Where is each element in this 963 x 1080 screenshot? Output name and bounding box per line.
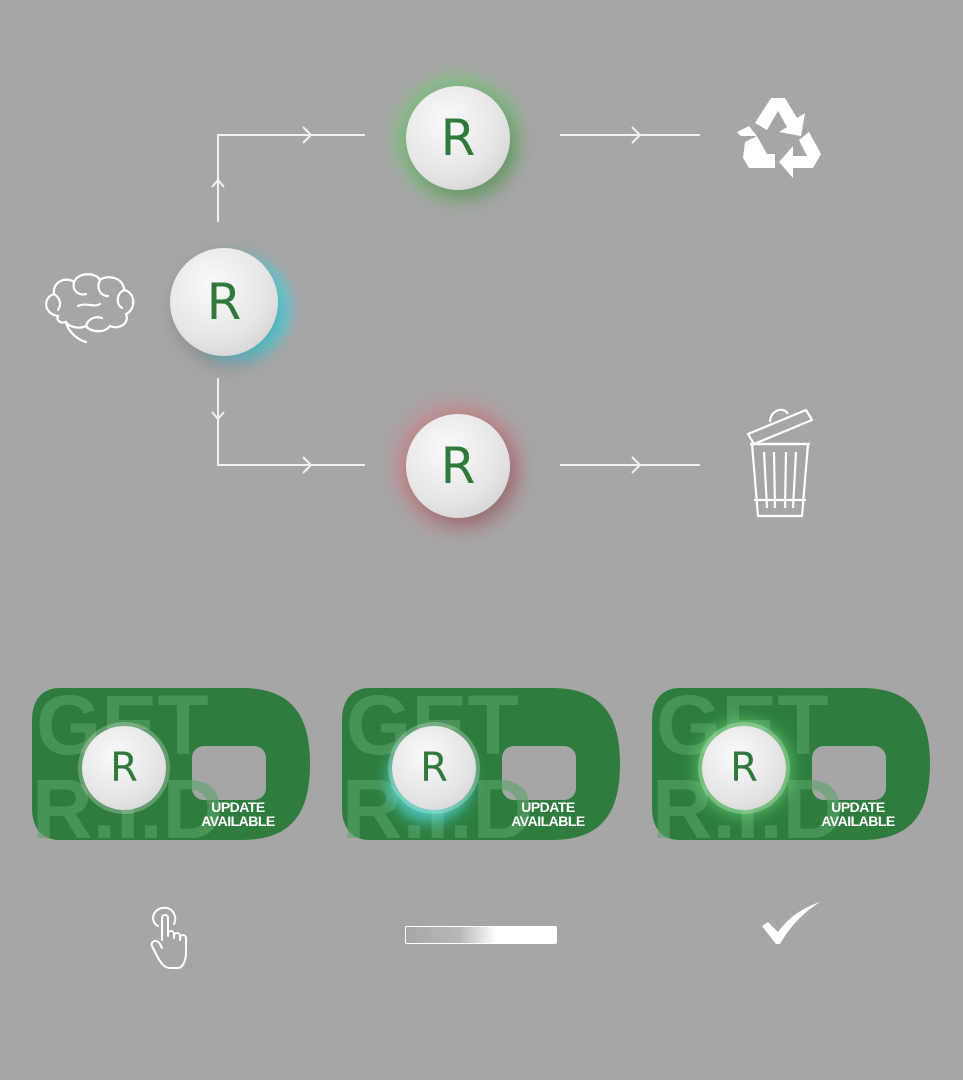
router-button[interactable]: R <box>170 248 278 356</box>
arrow-trash <box>631 456 642 474</box>
connector-down <box>217 378 365 466</box>
recycle-button[interactable]: R <box>406 86 510 190</box>
card-button[interactable]: R <box>702 726 786 810</box>
checkmark-icon <box>762 902 820 944</box>
recycle-icon <box>737 98 821 178</box>
arrow-recycle <box>631 126 642 144</box>
update-available-label: UPDATE AVAILABLE <box>492 800 604 828</box>
r-logo: R <box>440 109 476 167</box>
trash-button[interactable]: R <box>406 414 510 518</box>
trash-can-icon <box>746 408 814 518</box>
update-card-idle: GET R.I.D R UPDATE AVAILABLE <box>32 688 310 840</box>
r-logo: R <box>110 745 138 791</box>
update-available-label: UPDATE AVAILABLE <box>182 800 294 828</box>
brain-icon <box>45 273 135 344</box>
arrow-down <box>211 411 225 421</box>
r-logo: R <box>420 745 448 791</box>
update-card-updating: GET R.I.D R UPDATE AVAILABLE <box>342 688 620 840</box>
r-logo: R <box>440 437 476 495</box>
status-text: UPDATE AVAILABLE <box>821 799 895 829</box>
status-text: UPDATE AVAILABLE <box>201 799 275 829</box>
progress-fill <box>406 927 496 943</box>
r-logo: R <box>730 745 758 791</box>
r-logo: R <box>206 273 242 331</box>
update-available-label: UPDATE AVAILABLE <box>802 800 914 828</box>
arrow-down-right <box>302 456 313 474</box>
connector-up <box>217 134 365 222</box>
status-text: UPDATE AVAILABLE <box>511 799 585 829</box>
hand-tap-icon <box>150 906 187 969</box>
card-button[interactable]: R <box>82 726 166 810</box>
card-button[interactable]: R <box>392 726 476 810</box>
update-card-done: GET R.I.D R UPDATE AVAILABLE <box>652 688 930 840</box>
progress-bar <box>405 926 557 944</box>
arrow-up-right <box>302 126 313 144</box>
arrow-up <box>211 178 225 188</box>
